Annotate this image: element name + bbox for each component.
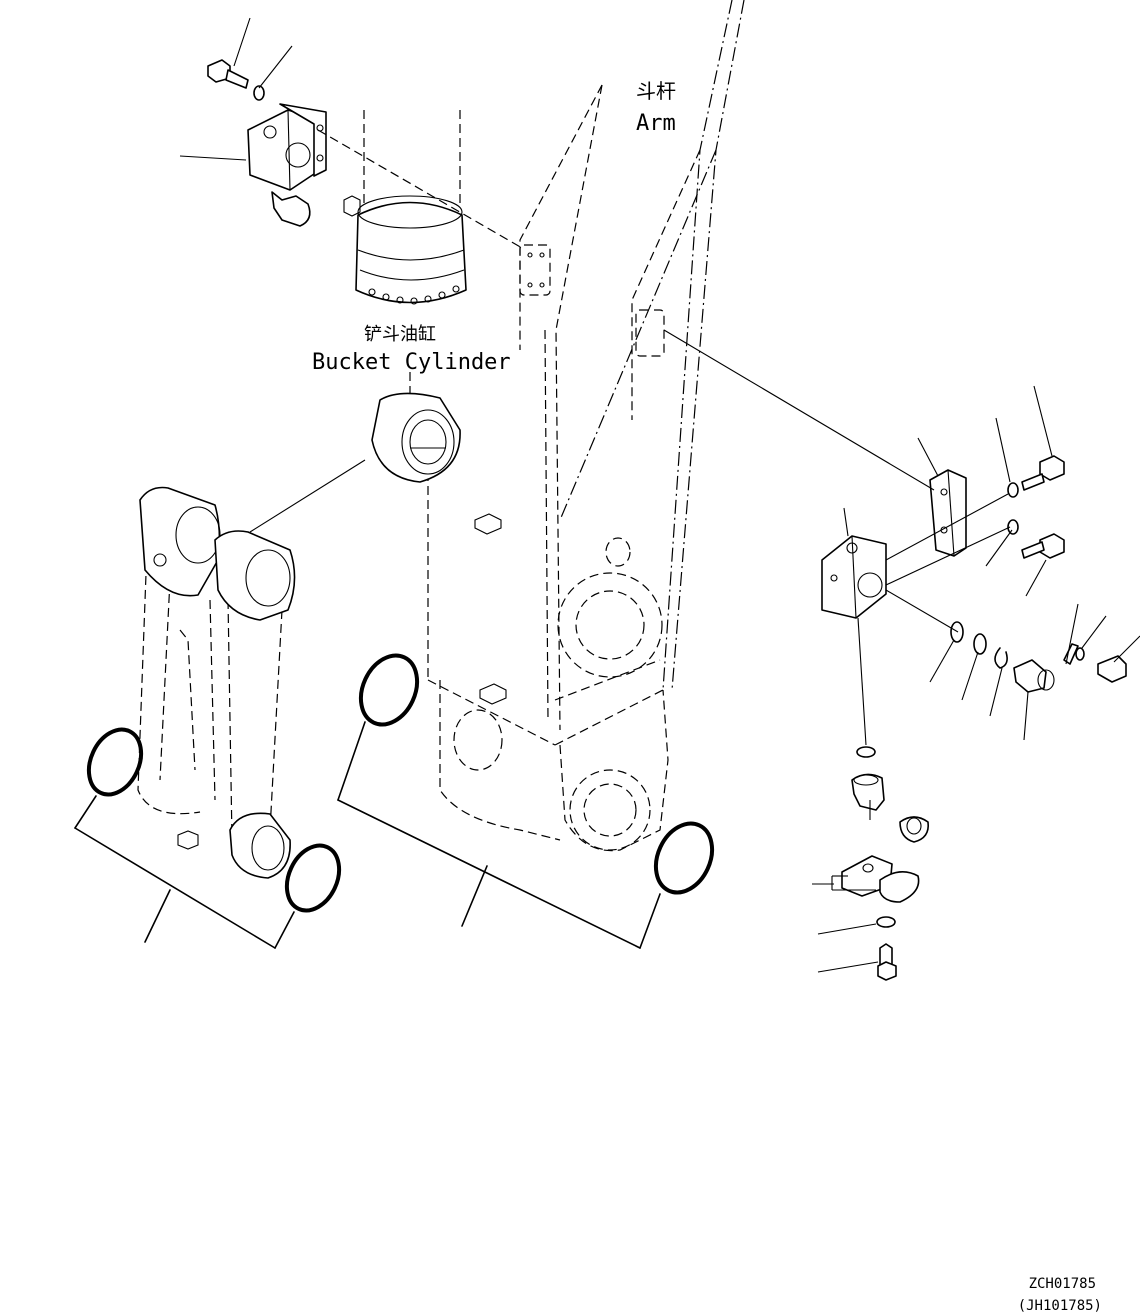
bucket-cylinder-label-en: Bucket Cylinder: [312, 350, 511, 375]
drawing-code-secondary: (JH101785): [1018, 1298, 1102, 1314]
group-brackets: [74, 721, 661, 949]
sensor-assembly-right: [821, 455, 1127, 981]
arm-label-cn: 斗杆: [636, 79, 676, 103]
sensor-block-top: [207, 59, 327, 227]
drawing-code: ZCH01785: [1029, 1276, 1096, 1292]
bucket-cylinder: [343, 110, 467, 483]
o-rings: [86, 653, 715, 913]
link-assembly: [137, 486, 296, 879]
connector-lines: [249, 129, 1011, 820]
bucket-cylinder-label-cn: 铲斗油缸: [364, 323, 436, 345]
leader-lines: [179, 17, 1140, 973]
arm-label-en: Arm: [636, 111, 676, 136]
arm-outline: [427, 0, 745, 852]
